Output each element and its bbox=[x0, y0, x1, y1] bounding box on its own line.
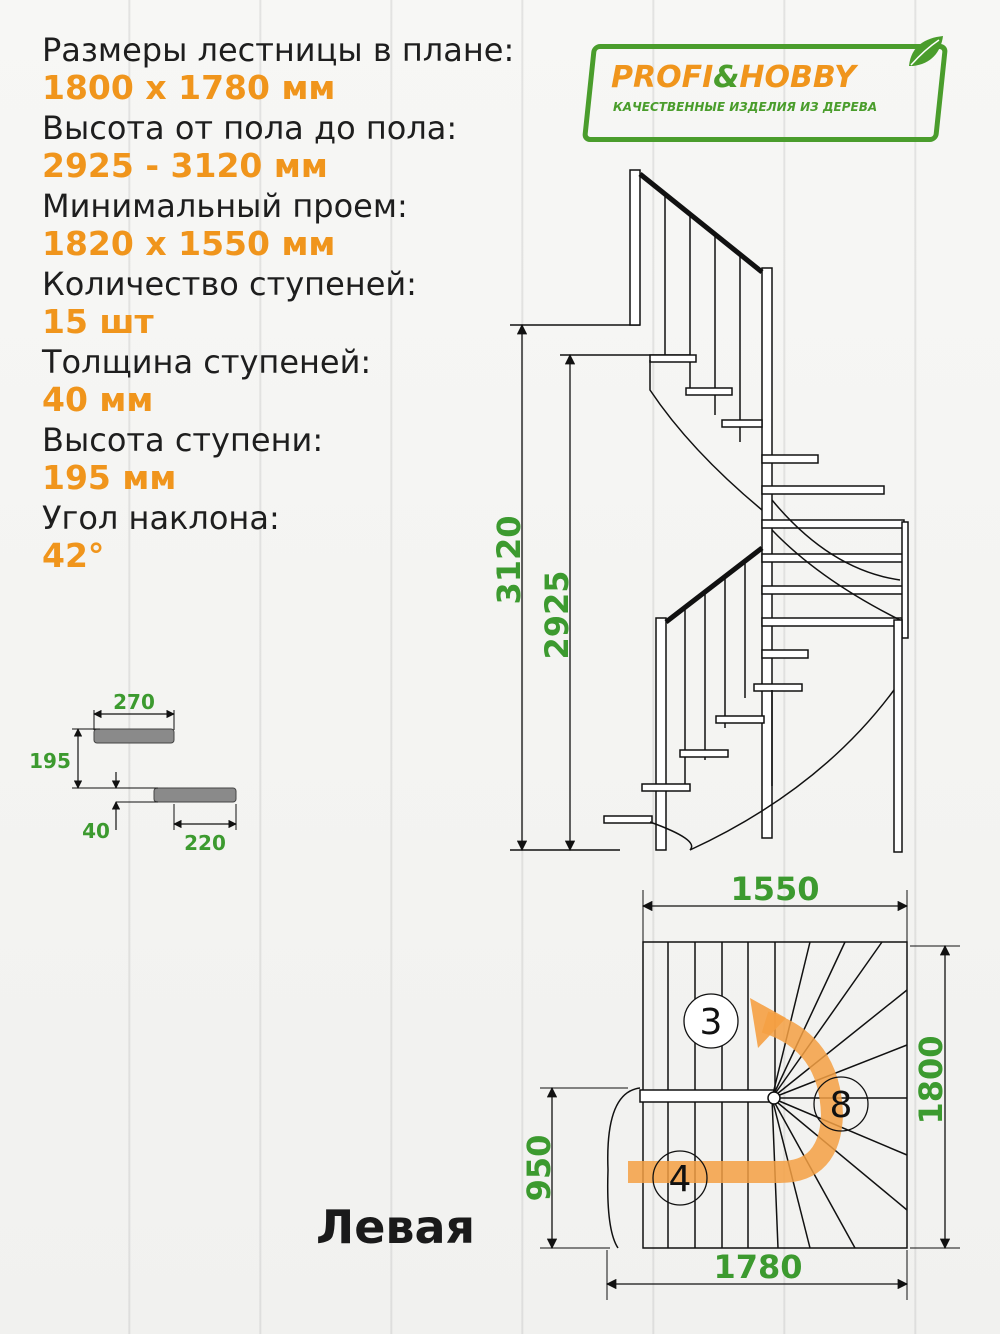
flight-marker-4 bbox=[652, 1150, 708, 1206]
spec-value-floor-height: 2925 - 3120 мм bbox=[42, 146, 328, 185]
spec-value-plan-size: 1800 x 1780 мм bbox=[42, 68, 336, 107]
flight-marker-3 bbox=[683, 993, 739, 1049]
walk-line-arrowhead bbox=[750, 998, 786, 1048]
logo-brand-right: HOBBY bbox=[739, 60, 856, 95]
flight-label-3: 3 bbox=[700, 1002, 723, 1043]
upper-tread bbox=[93, 728, 175, 744]
flight-label-8: 8 bbox=[830, 1085, 853, 1126]
spec-label-step-count: Количество ступеней: bbox=[42, 265, 417, 303]
thickness-label: 40 bbox=[82, 819, 110, 843]
variant-label: Левая bbox=[316, 1200, 476, 1254]
spec-label-step-thickness: Толщина ступеней: bbox=[42, 343, 372, 381]
spec-value-min-opening: 1820 x 1550 мм bbox=[42, 224, 336, 263]
walk-line-arrow bbox=[628, 1011, 844, 1183]
logo-brand-left: PROFI bbox=[611, 60, 714, 95]
width-top-label: 1550 bbox=[730, 870, 819, 908]
spec-label-floor-height: Высота от пола до пола: bbox=[42, 109, 458, 147]
going-label: 220 bbox=[184, 831, 226, 855]
brand-logo: PROFI&HOBBY КАЧЕСТВЕННЫЕ ИЗДЕЛИЯ ИЗ ДЕРЕ… bbox=[581, 34, 955, 142]
spec-label-min-opening: Минимальный проем: bbox=[42, 187, 408, 225]
spec-value-step-count: 15 шт bbox=[42, 302, 154, 341]
flight-label-4: 4 bbox=[669, 1159, 692, 1200]
plan-view-drawing: 1550 1800 1780 950 bbox=[520, 870, 960, 1300]
elevation-drawing: 3120 2925 bbox=[490, 169, 909, 853]
tread-depth-label: 270 bbox=[113, 690, 155, 714]
logo-tagline: КАЧЕСТВЕННЫЕ ИЗДЕЛИЯ ИЗ ДЕРЕВА bbox=[613, 100, 878, 114]
staircase-elevation bbox=[510, 169, 909, 853]
step-height-label: 195 bbox=[29, 749, 71, 773]
landing-height-label: 950 bbox=[520, 1135, 558, 1202]
flight-marker-8 bbox=[813, 1076, 869, 1132]
height-total-label: 3120 bbox=[490, 515, 528, 604]
spec-value-angle: 42° bbox=[42, 536, 105, 575]
spec-label-plan-size: Размеры лестницы в плане: bbox=[42, 31, 515, 69]
height-floor-label: 2925 bbox=[538, 570, 576, 659]
depth-right-label: 1800 bbox=[912, 1035, 950, 1124]
spec-label-angle: Угол наклона: bbox=[42, 499, 280, 537]
logo-brand-text: PROFI&HOBBY bbox=[611, 60, 856, 95]
lower-tread bbox=[153, 787, 237, 803]
leaf-icon bbox=[909, 36, 943, 66]
plan-stair-structure bbox=[606, 941, 908, 1249]
logo-brand-amp: & bbox=[713, 60, 740, 95]
spec-value-step-height: 195 мм bbox=[42, 458, 177, 497]
step-detail-diagram: 270 195 40 220 bbox=[29, 690, 237, 855]
width-bottom-label: 1780 bbox=[713, 1248, 802, 1286]
spec-value-step-thickness: 40 мм bbox=[42, 380, 154, 419]
spec-label-step-height: Высота ступени: bbox=[42, 421, 324, 459]
